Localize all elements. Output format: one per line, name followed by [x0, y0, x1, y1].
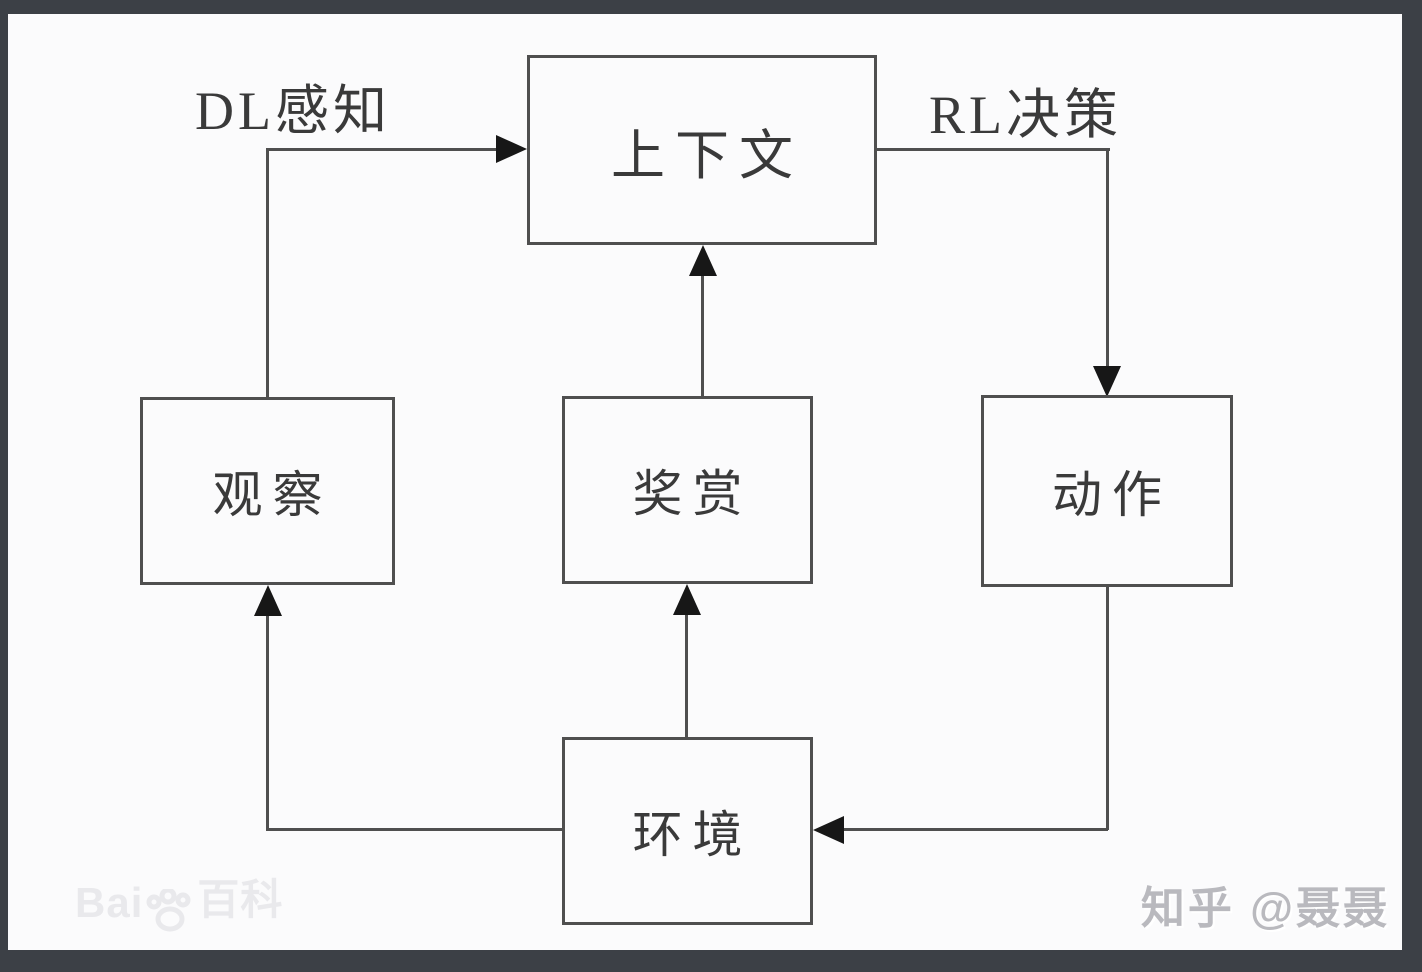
node-observation-label: 观察 — [212, 467, 333, 523]
arrowhead-down-icon — [1093, 366, 1121, 397]
node-observation: 观察 — [140, 397, 395, 585]
edge-label-rl-decision: RL决策 — [929, 85, 1123, 145]
edge-label-dl-perception: DL感知 — [195, 81, 391, 141]
node-context: 上下文 — [527, 55, 877, 245]
node-environment-label: 环境 — [632, 807, 753, 863]
connector-action-to-environment-horizontal — [843, 828, 1108, 831]
arrowhead-right-icon — [496, 135, 527, 163]
node-environment: 环境 — [562, 737, 813, 925]
node-reward: 奖赏 — [562, 396, 813, 584]
arrowhead-up-icon — [254, 585, 282, 616]
node-action-label: 动作 — [1052, 467, 1172, 523]
zhihu-watermark: 知乎 @聂聂 — [1140, 884, 1390, 933]
arrowhead-up-icon — [689, 245, 717, 276]
arrowhead-up-icon — [673, 584, 701, 615]
connector-context-to-action-horizontal — [877, 148, 1110, 151]
node-action: 动作 — [981, 395, 1233, 587]
node-reward-label: 奖赏 — [632, 466, 753, 522]
connector-observation-to-context-vertical — [266, 148, 269, 397]
node-context-label: 上下文 — [611, 125, 803, 186]
baidu-watermark-suffix: 百科 — [197, 876, 284, 923]
baidu-watermark-prefix: Bai — [75, 879, 144, 926]
connector-environment-to-observation-horizontal — [268, 828, 562, 831]
diagram-panel: DL感知 RL决策 上下文 观察 奖赏 动作 — [8, 14, 1402, 950]
connector-environment-to-reward — [685, 613, 688, 737]
baidu-paw-icon — [146, 889, 191, 932]
baidu-watermark: Bai 百科 — [75, 866, 284, 932]
connector-environment-to-observation-vertical — [266, 614, 269, 831]
connector-observation-to-context-horizontal — [268, 148, 500, 151]
arrowhead-left-icon — [813, 816, 844, 844]
connector-reward-to-context — [701, 274, 704, 396]
connector-action-to-environment-vertical — [1106, 587, 1109, 830]
connector-context-to-action-vertical — [1106, 148, 1109, 367]
